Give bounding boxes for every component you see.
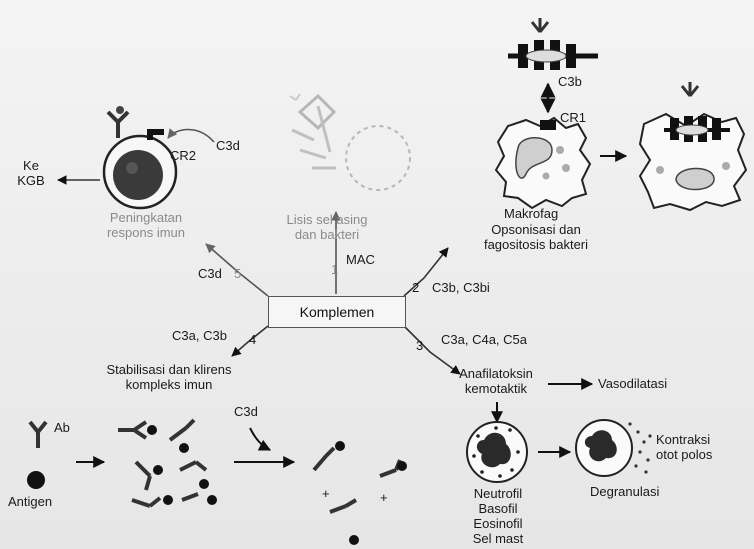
arrow-pathway-4 <box>231 325 269 357</box>
c3d-bottom-label: C3d <box>234 404 258 419</box>
pathway-4-number: 4 <box>249 332 257 347</box>
pathway-4-mediator: C3a, C3b <box>172 328 227 343</box>
immune-complex-antigens <box>147 425 217 505</box>
cell-type-item: Sel mast <box>472 531 524 546</box>
ke-label: Ke <box>23 158 39 173</box>
anaphylatoxin-line-2: kemotaktik <box>464 381 528 396</box>
plus-sign-2: + <box>380 490 388 505</box>
lysis-label: Lisis sel asing dan bakteri <box>262 212 392 242</box>
opsonization-label: Opsonisasi dan fagositosis bakteri <box>468 222 604 252</box>
opsonization-line-1: Opsonisasi dan <box>491 222 581 237</box>
stabilization-label: Stabilisasi dan klirens kompleks imun <box>84 362 254 392</box>
kontraksi-label: Kontraksi otot polos <box>656 432 712 462</box>
immune-response-label: Peningkatan respons imun <box>84 210 208 240</box>
antibody-antigen-key <box>27 420 48 489</box>
b-cell-illustration <box>102 106 178 210</box>
anaphylatoxin-label: Anafilatoksin kemotaktik <box>442 366 550 396</box>
kontraksi-line-2: otot polos <box>656 447 713 462</box>
stabilization-line-2: kompleks imun <box>125 377 213 392</box>
kgb-label: KGB <box>17 173 45 188</box>
macrophage-illustration <box>494 116 592 210</box>
arrow-c3d-to-cr2 <box>167 128 215 143</box>
c3d-top-label: C3d <box>216 138 240 153</box>
cell-type-item: Neutrofil <box>473 486 523 501</box>
immune-response-line-1: Peningkatan <box>109 210 183 225</box>
antigen-label: Antigen <box>8 494 53 509</box>
pathway-2-number: 2 <box>412 280 420 295</box>
c3b-label: C3b <box>558 74 582 89</box>
lysed-cell-illustration <box>289 93 411 191</box>
cleared-complexes <box>312 441 407 545</box>
arrow-pathway-3 <box>403 325 461 375</box>
degranulating-cell <box>575 419 652 477</box>
opsonization-line-2: fagositosis bakteri <box>483 237 589 252</box>
arrow-c3d-bottom <box>249 427 272 451</box>
pathway-2-mediator: C3b, C3bi <box>432 280 490 295</box>
cell-types-list: Neutrofil Basofil Eosinofil Sel mast <box>460 486 536 546</box>
lysis-line-1: Lisis sel asing <box>286 212 368 227</box>
vasodilatasi-label: Vasodilatasi <box>598 376 668 391</box>
ab-label: Ab <box>54 420 70 435</box>
kontraksi-line-1: Kontraksi <box>656 432 711 447</box>
immune-response-line-2: respons imun <box>106 225 186 240</box>
komplemen-box: Komplemen <box>268 296 406 328</box>
granulocyte-cell <box>466 421 528 483</box>
to-lymph-node-label: Ke KGB <box>14 158 48 188</box>
pathway-3-mediator: C3a, C4a, C5a <box>441 332 527 347</box>
pathway-5-number: 5 <box>234 266 242 281</box>
cell-type-item: Basofil <box>478 501 518 516</box>
cr1-label: CR1 <box>560 110 587 125</box>
stabilization-line-1: Stabilisasi dan klirens <box>106 362 232 377</box>
anaphylatoxin-line-1: Anafilatoksin <box>459 366 533 381</box>
pathway-1-mediator: MAC <box>346 252 375 267</box>
phagocytosing-macrophage <box>638 82 748 212</box>
pathway-1-number: 1 <box>331 262 339 277</box>
plus-sign-1: + <box>322 486 330 501</box>
cr2-label: CR2 <box>170 148 197 163</box>
cell-type-item: Eosinofil <box>473 516 523 531</box>
arrow-pathway-5 <box>205 243 269 297</box>
arrow-pathway-2 <box>403 247 449 297</box>
makrofag-label: Makrofag <box>504 206 559 221</box>
lysis-line-2: dan bakteri <box>294 227 360 242</box>
degranulasi-label: Degranulasi <box>590 484 660 499</box>
opsonized-bacterium <box>508 18 598 70</box>
pathway-5-mediator: C3d <box>198 266 222 281</box>
pathway-3-number: 3 <box>416 338 424 353</box>
immune-complex-lattice <box>118 418 208 508</box>
